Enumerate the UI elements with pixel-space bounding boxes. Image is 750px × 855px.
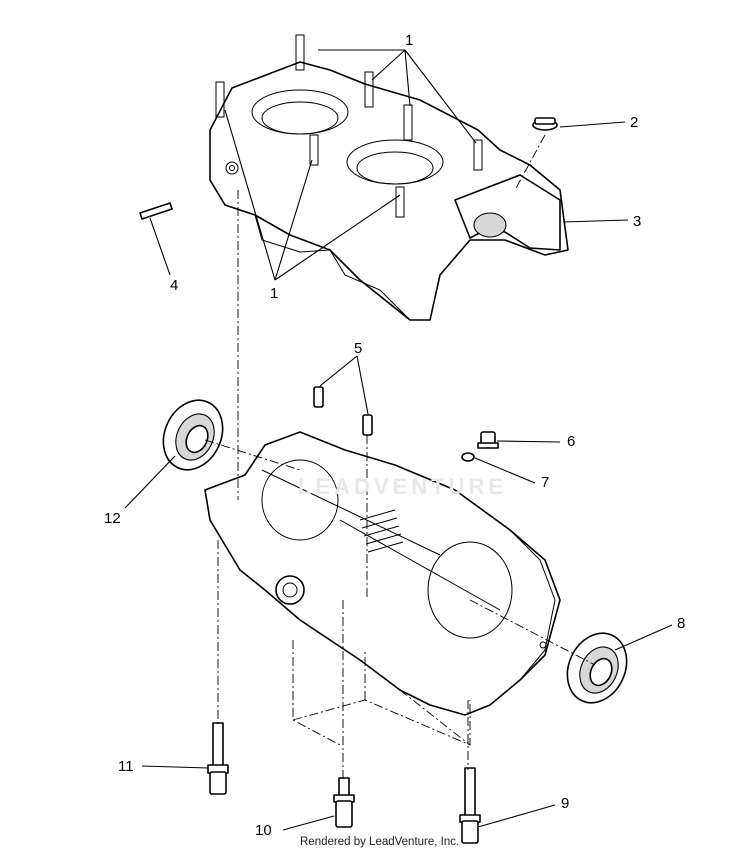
callout-10: 10 (255, 822, 272, 839)
callout-11: 11 (118, 758, 134, 775)
part-4-dowel-pin (139, 202, 173, 220)
footer-credit: Rendered by LeadVenture, Inc. (300, 836, 460, 848)
callout-8: 8 (677, 615, 685, 632)
part-12-oil-seal (162, 399, 224, 471)
callout-6: 6 (567, 433, 575, 450)
watermark: LEADVENTURE (298, 474, 508, 499)
part-10-bolt (333, 777, 355, 828)
part-9-bolt (459, 767, 481, 844)
part-2-plug (532, 117, 558, 131)
lower-crankcase (204, 431, 561, 716)
callout-2: 2 (630, 114, 638, 131)
callout-4: 4 (170, 277, 178, 294)
upper-crankcase (209, 34, 569, 321)
callout-7: 7 (541, 474, 549, 491)
center-lines (204, 134, 596, 780)
part-8-oil-seal (566, 632, 628, 704)
part-11-bolt (207, 722, 229, 795)
callout-labels: 1 1 2 3 4 5 6 7 8 9 10 11 12 (104, 32, 685, 839)
part-7-washer (461, 452, 475, 462)
callout-3: 3 (633, 213, 641, 230)
part-5-dowels (313, 386, 373, 436)
leader-lines (124, 49, 673, 831)
callout-9: 9 (561, 795, 569, 812)
callout-12: 12 (104, 510, 121, 527)
part-6-bolt (477, 431, 499, 449)
callout-5: 5 (354, 340, 362, 357)
callout-1-top: 1 (405, 32, 413, 49)
callout-1-bottom: 1 (270, 285, 278, 302)
